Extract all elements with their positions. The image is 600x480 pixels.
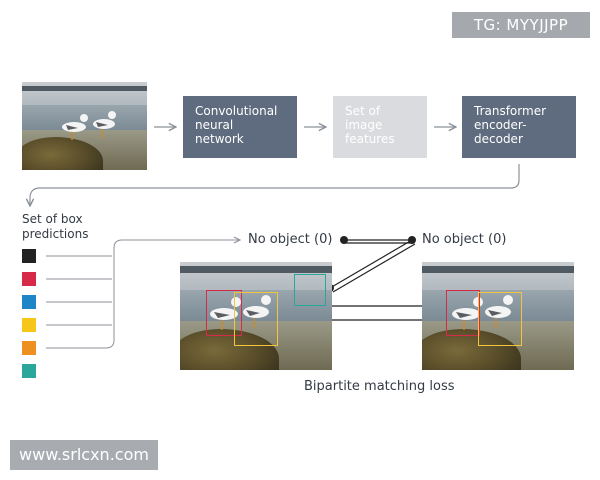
pred-box-yellow <box>234 292 278 346</box>
swatch-orange <box>22 341 36 355</box>
swatch-yellow <box>22 318 36 332</box>
swatch-blue <box>22 295 36 309</box>
transformer-box: Transformer encoder- decoder <box>462 96 576 158</box>
pred-box-red <box>206 290 242 336</box>
predictions-label: Set of box predictions <box>22 212 89 241</box>
watermark-top: TG: MYYJJPP <box>452 12 590 38</box>
input-image <box>22 82 147 170</box>
cnn-box: Convolutional neural network <box>183 96 297 158</box>
loss-label: Bipartite matching loss <box>304 379 455 394</box>
gt-box-yellow <box>478 292 522 346</box>
image-features-box: Set of image features <box>333 96 427 158</box>
swatch-red <box>22 272 36 286</box>
ground-truth-image <box>422 262 574 370</box>
seagull-icon <box>210 295 271 330</box>
gt-box-red <box>446 290 480 336</box>
no-object-left: No object (0) <box>248 232 333 247</box>
pred-box-teal <box>294 274 326 306</box>
predicted-boxes-image <box>180 262 332 370</box>
no-object-right: No object (0) <box>422 232 507 247</box>
seagull-icon <box>62 111 116 140</box>
watermark-bottom: www.srlcxn.com <box>10 440 158 470</box>
swatch-teal <box>22 364 36 378</box>
swatch-black <box>22 249 36 263</box>
